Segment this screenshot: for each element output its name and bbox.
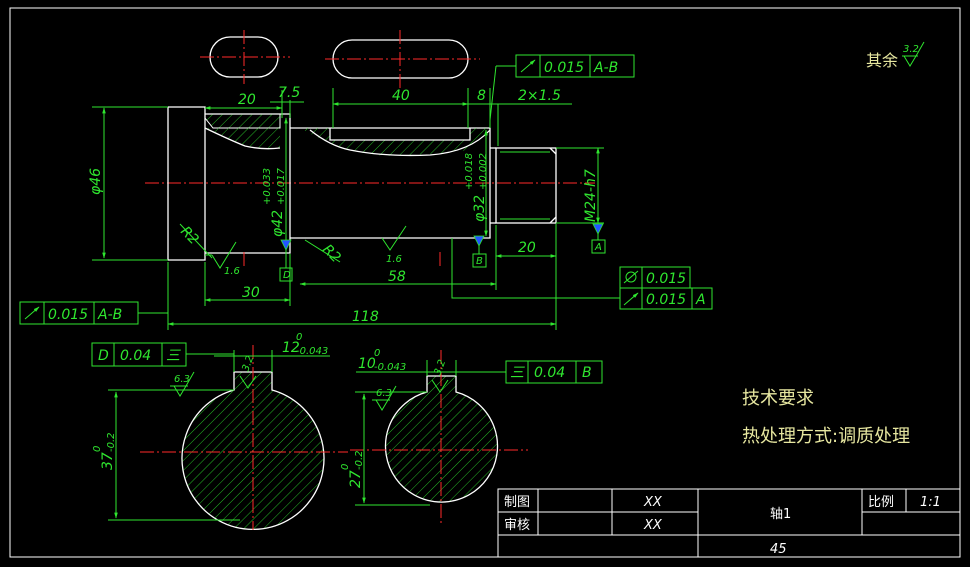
dim-8: 8: [477, 88, 486, 104]
sym-left-letter: D: [98, 348, 109, 364]
roughness-r2: 1.6: [386, 254, 402, 265]
datum-b-box: B: [476, 256, 483, 267]
roughness-main: 1.6 1.6 其余 3.2: [205, 41, 925, 277]
dim-key-10: 10: [358, 356, 376, 372]
sym-left-symbol: 三: [166, 348, 181, 364]
main-dimensions: 20 7.5 40 8 2×1.5 φ46 φ42 +0.033 +0.017 …: [88, 85, 604, 330]
drawing-border: [9, 7, 961, 558]
sym-right-value: 0.04: [534, 365, 565, 381]
dim-radius-left: R2: [177, 224, 202, 249]
roughness-other-value: 3.2: [903, 44, 919, 55]
tol-left-datum: A-B: [97, 307, 122, 323]
roughness-s2-b: 3.2: [432, 358, 448, 377]
requirements-title: 技术要求: [742, 388, 814, 409]
tolerance-frame-top: 0.015 A-B: [489, 54, 635, 121]
dim-key-12-upper: 0: [296, 332, 302, 343]
dim-chamfer: 2×1.5: [518, 88, 561, 104]
tol-runout-datum: A: [695, 292, 706, 308]
dim-key-12-lower: -0.043: [296, 346, 328, 357]
shaft-main-view: [145, 30, 595, 268]
tolerance-frames-right: 0.015 0.015 A: [451, 238, 713, 310]
dim-thread: M24-h7: [583, 169, 599, 222]
section-right: 10 0 -0.043 三 0.04 B 6.3 3.2 27 0 -0.2: [340, 348, 603, 525]
sym-right-symbol: 三: [510, 365, 525, 381]
sym-right-datum: B: [582, 365, 592, 381]
dim-key-10-lower: -0.043: [374, 362, 406, 373]
tb-drawn-value: XX: [643, 495, 663, 510]
tol-top-value: 0.015: [544, 60, 584, 76]
tb-checked-value: XX: [643, 518, 663, 533]
sym-left-value: 0.04: [120, 348, 151, 364]
tol-cyl-value: 0.015: [646, 271, 686, 287]
dim-phi42-upper: +0.033: [262, 168, 273, 205]
datum-d-box: D: [283, 270, 291, 281]
dim-30: 30: [242, 285, 260, 301]
dim-37: 37: [100, 452, 116, 470]
dim-phi32-lower: +0.002: [478, 153, 489, 190]
dim-37-upper: 0: [92, 446, 103, 452]
section-left: D 0.04 三 12 0 -0.043 6.3 3.2 37 0 -0.2: [91, 332, 348, 530]
dim-phi42: φ42: [270, 210, 286, 237]
datum-markers: D B A: [279, 223, 606, 282]
dim-phi42-lower: +0.017: [276, 167, 287, 205]
tb-material: 45: [770, 542, 787, 557]
dim-40: 40: [392, 88, 410, 104]
dim-118: 118: [352, 309, 379, 325]
technical-requirements: 技术要求 热处理方式:调质处理: [742, 388, 910, 447]
roughness-s1-b: 3.2: [240, 354, 256, 373]
tol-top-datum: A-B: [593, 60, 618, 76]
tol-left-value: 0.015: [48, 307, 88, 323]
tolerance-frame-left: 0.015 A-B: [19, 301, 168, 325]
dim-key-12: 12: [282, 340, 300, 356]
dim-27-lower: -0.2: [354, 450, 365, 470]
tb-scale-value: 1:1: [920, 495, 941, 510]
tb-scale-label: 比例: [868, 495, 894, 510]
dim-58: 58: [388, 269, 406, 285]
dim-phi32: φ32: [472, 195, 488, 222]
tb-drawn-label: 制图: [504, 495, 530, 510]
dim-radius-mid: R2: [319, 242, 344, 267]
datum-a-box: A: [594, 242, 602, 253]
roughness-r1: 1.6: [224, 266, 240, 277]
dim-37-lower: -0.2: [106, 432, 117, 452]
tb-checked-label: 审核: [504, 518, 530, 533]
title-block: 制图 XX 审核 XX 轴1 45 比例 1:1: [497, 488, 961, 558]
roughness-s1-a: 6.3: [174, 374, 190, 385]
roughness-other-label: 其余: [866, 51, 898, 70]
dim-20-top: 20: [238, 92, 256, 108]
dim-phi46: φ46: [88, 168, 104, 195]
tol-runout-value: 0.015: [646, 292, 686, 308]
tb-part-name: 轴1: [770, 507, 791, 522]
dim-27: 27: [348, 470, 364, 488]
dim-phi32-upper: +0.018: [464, 153, 475, 190]
roughness-s2-a: 6.3: [376, 388, 392, 399]
dim-27-upper: 0: [340, 464, 351, 470]
requirements-line1: 热处理方式:调质处理: [742, 426, 910, 447]
dim-20-right: 20: [518, 240, 536, 256]
dim-key-10-upper: 0: [374, 348, 380, 359]
dim-7-5: 7.5: [278, 85, 300, 101]
